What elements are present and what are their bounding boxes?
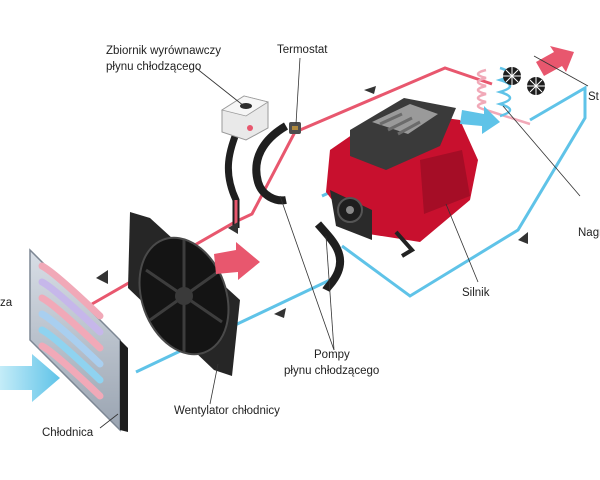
label-heater-core-partial: Nagr xyxy=(578,227,600,239)
radiator-fan xyxy=(128,212,240,376)
heater-fan-icon xyxy=(503,67,545,95)
engine xyxy=(326,98,478,258)
heater-core xyxy=(476,66,545,126)
label-engine: Silnik xyxy=(462,287,490,299)
label-thermostat: Termostat xyxy=(277,44,328,56)
label-heater-partial: St xyxy=(588,91,600,103)
label-expansion-tank-2: płynu chłodzącego xyxy=(106,61,201,73)
leader-lines xyxy=(99,55,589,429)
flow-arrow-icon xyxy=(518,232,528,244)
pump-hose xyxy=(314,221,344,293)
flow-arrow-icon xyxy=(96,270,108,284)
label-fan: Wentylator chłodnicy xyxy=(174,405,280,417)
label-air-partial: za xyxy=(0,297,13,309)
hot-air-arrow-icon xyxy=(214,242,260,280)
cold-air-radiator-arrow-icon xyxy=(0,354,60,402)
radiator xyxy=(29,248,128,432)
expansion-tank xyxy=(220,95,270,141)
flow-arrow-icon xyxy=(364,86,376,94)
thermostat-hose xyxy=(252,122,289,205)
labels: Zbiornik wyrównawczy płynu chłodzącego T… xyxy=(0,44,600,439)
cold-air-in-arrow-icon xyxy=(460,106,500,134)
label-radiator: Chłodnica xyxy=(42,427,94,439)
flow-arrow-icon xyxy=(274,308,286,318)
label-pumps: Pompy xyxy=(314,349,350,361)
hot-air-out-arrow-icon xyxy=(536,46,574,76)
flow-arrow-icon xyxy=(228,222,238,234)
label-expansion-tank: Zbiornik wyrównawczy xyxy=(106,45,221,57)
hot-line-to-heater xyxy=(299,66,493,132)
thermostat xyxy=(289,122,301,134)
flow-arrows xyxy=(0,46,574,402)
label-pumps-2: płynu chłodzącego xyxy=(284,365,379,377)
cold-line-from-heater xyxy=(341,85,587,298)
